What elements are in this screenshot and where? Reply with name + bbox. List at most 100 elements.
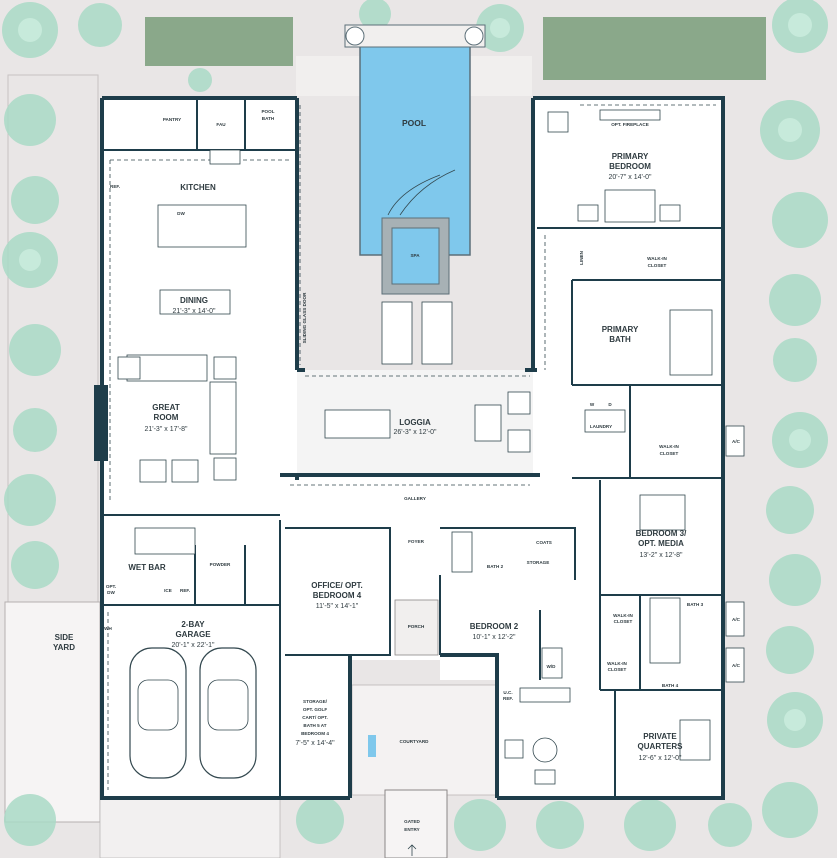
wh-label: WH <box>104 626 112 631</box>
opt-fireplace-label: OPT. FIREPLACE <box>611 122 649 127</box>
uc-ref-label-2: REF. <box>503 696 513 701</box>
bedroom3-dim: 13'-2" x 12'-8" <box>639 552 683 559</box>
kitchen-label: KITCHEN <box>180 183 216 192</box>
car-left-icon <box>129 647 187 779</box>
walk-in-closet-4-label-1: WALK-IN <box>607 661 627 666</box>
ac-label-1: A/C <box>732 439 741 444</box>
powder-label: POWDER <box>210 562 231 567</box>
wd-label: W/D <box>547 664 557 669</box>
sliding-glass-door-label: SLIDING GLASS DOOR <box>302 292 307 343</box>
gated-entry-label-2: ENTRY <box>404 827 419 832</box>
loggia-label: LOGGIA <box>399 418 431 427</box>
dryer-label: D <box>608 402 612 407</box>
office-label-2: BEDROOM 4 <box>313 591 362 600</box>
spa <box>391 227 440 285</box>
ref-label-2: REF. <box>180 588 190 593</box>
entry-walk <box>384 789 448 858</box>
primary-bath-label-1: PRIMARY <box>602 325 639 334</box>
foyer-label: FOYER <box>408 539 425 544</box>
lawn-left <box>145 17 293 66</box>
walk-in-closet-1-label-2: CLOSET <box>648 263 667 268</box>
storage-label: STORAGE <box>527 560 550 565</box>
bedroom3-label-1: BEDROOM 3/ <box>636 529 687 538</box>
pantry-label: PANTRY <box>163 117 181 122</box>
pool-bath-label-1: POOL <box>261 109 274 114</box>
ref-label: REF. <box>110 184 120 189</box>
opt-dw-label-2: DW <box>107 590 115 595</box>
pool-label: POOL <box>402 118 426 128</box>
garage-dim: 20'-1" x 22'-1" <box>171 642 215 649</box>
private-quarters-dim: 12'-6" x 12'-0" <box>638 755 682 762</box>
loggia-dim: 26'-3" x 12'-0" <box>393 429 437 436</box>
storage-golf-dim: 7'-5" x 14'-4" <box>295 740 335 747</box>
wet-bar-label: WET BAR <box>128 563 166 572</box>
pool-bath-label-2: BATH <box>262 116 275 121</box>
spa-label: SPA <box>410 253 420 258</box>
fixtures <box>94 109 713 785</box>
laundry-label: LAUNDRY <box>590 424 612 429</box>
gallery-label: GALLERY <box>404 496 426 501</box>
washer-label: W <box>590 402 595 407</box>
dining-label: DINING <box>180 296 208 305</box>
walk-in-closet-2-label-2: CLOSET <box>660 451 679 456</box>
lounger-left <box>381 301 413 365</box>
storage-golf-label-4: BATH 5 AT <box>303 723 326 728</box>
ac-unit-3 <box>725 647 745 683</box>
ac-unit-1 <box>725 425 745 457</box>
garage-label-2: GARAGE <box>175 630 211 639</box>
lounger-right <box>421 301 453 365</box>
primary-bath-label-2: BATH <box>609 335 631 344</box>
porch-label: PORCH <box>408 624 425 629</box>
storage-golf-label-5: BEDROOM 4 <box>301 731 329 736</box>
pool-urn-left <box>345 26 365 46</box>
walk-in-closet-3-label-2: CLOSET <box>614 619 633 624</box>
lawn-right <box>543 17 766 80</box>
ac-label-3: A/C <box>732 663 741 668</box>
walk-in-closet-4-label-2: CLOSET <box>608 667 627 672</box>
driveway <box>99 794 281 858</box>
garage-label-1: 2-BAY <box>181 620 205 629</box>
office-dim: 11'-5" x 14'-1" <box>316 603 359 610</box>
great-room-label-2: ROOM <box>154 413 179 422</box>
opt-dw-label-1: OPT. <box>106 584 116 589</box>
side-yard-label-2: YARD <box>53 643 75 652</box>
uc-ref-label-1: U.C. <box>503 690 512 695</box>
car-right-icon <box>199 647 257 779</box>
interior-walls <box>102 98 723 798</box>
great-room-dim: 21'-3" x 17'-8" <box>144 426 188 433</box>
bath4-label: BATH 4 <box>662 683 679 688</box>
primary-bedroom-dim: 20'-7" x 14'-0" <box>608 174 652 181</box>
side-yard-area <box>4 601 101 823</box>
pool-steps <box>387 174 441 216</box>
courtyard-paving <box>351 684 498 796</box>
linen-label: LINEN <box>579 250 584 264</box>
storage-golf-label-1: STORAGE/ <box>303 699 328 704</box>
bath2-label: BATH 2 <box>487 564 504 569</box>
dining-dim: 21'-3" x 14'-0" <box>172 308 216 315</box>
walk-in-closet-2-label-1: WALK-IN <box>659 444 679 449</box>
great-room-label-1: GREAT <box>152 403 180 412</box>
dashed-lines <box>107 104 716 790</box>
fau-label: FAU <box>216 122 226 127</box>
primary-bedroom-label-1: PRIMARY <box>612 152 649 161</box>
gated-entry-label-1: GATED <box>404 819 420 824</box>
pool-urn-right <box>464 26 484 46</box>
bedroom3-label-2: OPT. MEDIA <box>638 539 684 548</box>
side-yard-label-1: SIDE <box>55 633 74 642</box>
walk-in-closet-3-label-1: WALK-IN <box>613 613 633 618</box>
ac-label-2: A/C <box>732 617 741 622</box>
pool-coping <box>344 24 486 48</box>
bedroom2-label: BEDROOM 2 <box>470 622 519 631</box>
private-quarters-label-2: QUARTERS <box>638 742 684 751</box>
coats-label: COATS <box>536 540 552 545</box>
entry-arrow-icon <box>407 844 417 856</box>
storage-golf-label-2: OPT. GOLF <box>303 707 327 712</box>
walk-in-closet-1-label-1: WALK-IN <box>647 256 667 261</box>
bath3-label: BATH 3 <box>687 602 704 607</box>
ac-unit-2 <box>725 601 745 637</box>
exterior-walls <box>100 96 725 800</box>
primary-bedroom-label-2: BEDROOM <box>609 162 651 171</box>
private-quarters-label-1: PRIVATE <box>643 732 677 741</box>
bedroom2-dim: 10'-1" x 12'-2" <box>472 634 516 641</box>
